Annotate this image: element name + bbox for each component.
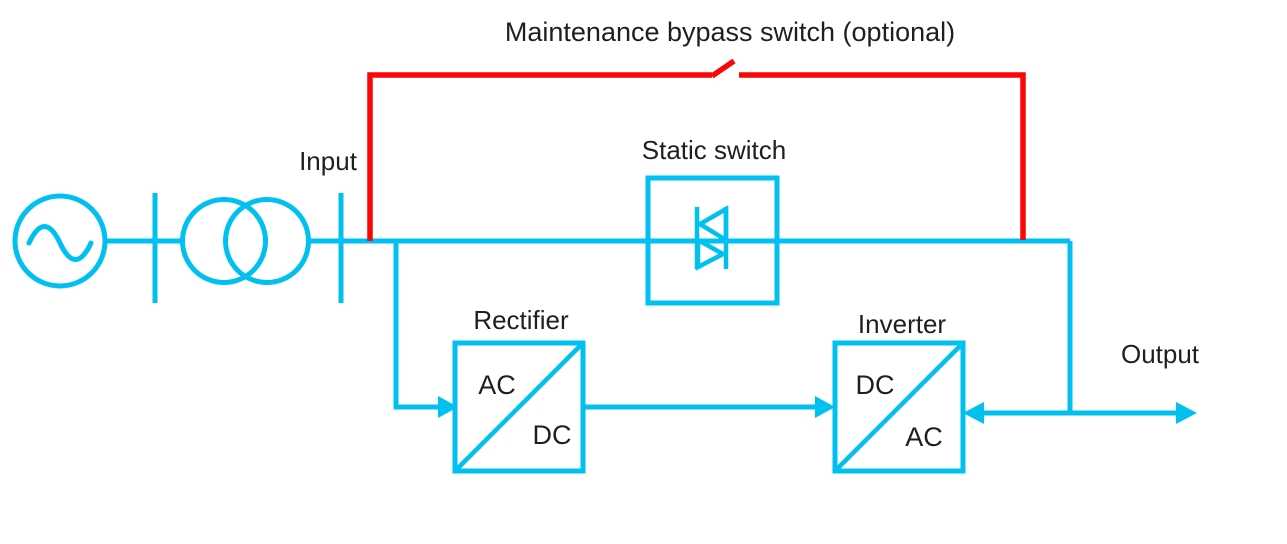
- input-label: Input: [299, 146, 357, 176]
- inverter-label: Inverter: [857, 309, 947, 339]
- bypass-switch-blade-icon: [710, 58, 736, 79]
- bypass-line: [367, 58, 1026, 241]
- triac-icon: [694, 205, 729, 271]
- inverter-dc-label: DC: [855, 370, 895, 400]
- rectifier-box: [452, 340, 586, 474]
- static-switch-label: Static switch: [641, 135, 787, 165]
- arrowhead-into-rectifier: [438, 396, 458, 418]
- inverter-ac-label: AC: [905, 422, 943, 452]
- rectifier-dc-label: DC: [532, 420, 572, 450]
- inverter-box: [832, 340, 966, 474]
- rectifier-ac-label: AC: [478, 370, 516, 400]
- arrowhead-into-inverter-right: [963, 402, 984, 424]
- transformer-icon: [180, 197, 311, 285]
- output-line: [963, 402, 1197, 424]
- ac-source-icon: [12, 193, 108, 289]
- arrowhead-output: [1176, 402, 1197, 424]
- arrowhead-into-inverter: [815, 396, 835, 418]
- dc-link-line: [583, 396, 835, 418]
- static-switch-box: [645, 175, 780, 306]
- output-label: Output: [1120, 339, 1200, 369]
- rectifier-feed-line: [393, 241, 458, 418]
- rectifier-label: Rectifier: [473, 305, 569, 335]
- diagram-title: Maintenance bypass switch (optional): [504, 17, 956, 47]
